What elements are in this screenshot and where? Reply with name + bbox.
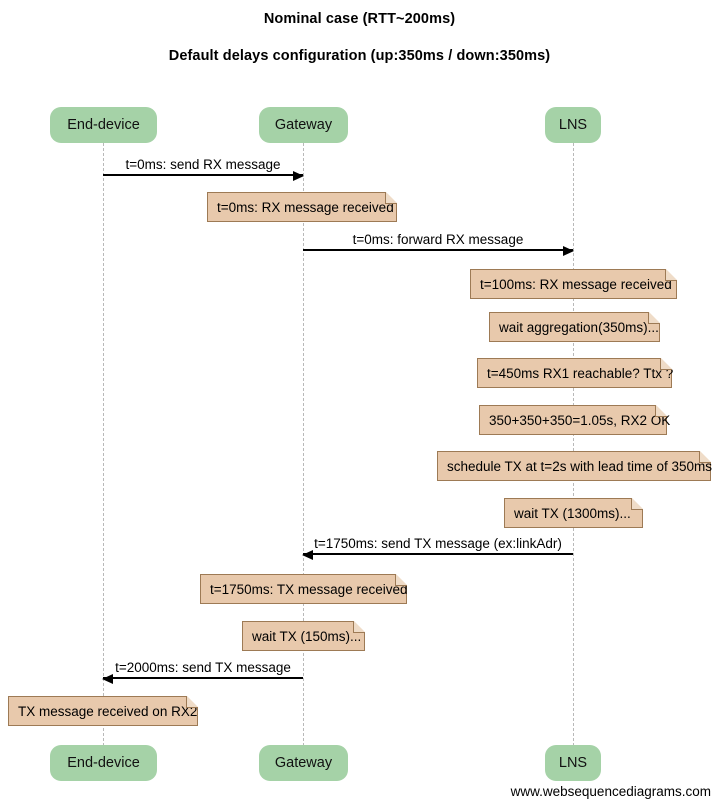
message-label: t=0ms: forward RX message [352,232,524,247]
note-label: wait aggregation(350ms)... [499,319,659,335]
lifeline-gateway [303,143,304,746]
message-forward-rx[interactable]: t=0ms: forward RX message [303,228,574,256]
note-label: t=0ms: RX message received [217,199,394,215]
participant-label: Gateway [274,755,333,771]
message-send-tx-linkadr[interactable]: t=1750ms: send TX message (ex:linkAdr) [302,532,573,560]
note-label: t=1750ms: TX message received [210,581,408,597]
note-fold-icon [665,268,677,281]
note-schedule-tx: schedule TX at t=2s with lead time of 35… [437,450,713,481]
arrowhead-icon [293,171,304,181]
note-fold-icon [395,573,407,586]
note-fold-icon [186,695,198,708]
arrowhead-icon [563,246,574,256]
message-send-tx[interactable]: t=2000ms: send TX message [102,656,303,684]
note-label: t=450ms RX1 reachable? Ttx ? [487,365,674,381]
participant-label: LNS [558,117,588,133]
note-rx-received-gateway: t=0ms: RX message received [207,191,397,222]
message-label: t=0ms: send RX message [125,157,281,172]
message-label: t=1750ms: send TX message (ex:linkAdr) [314,536,562,551]
note-wait-aggregation: wait aggregation(350ms)... [489,311,660,342]
participant-label: Gateway [274,117,333,133]
note-fold-icon [655,404,667,417]
participant-gateway-top[interactable]: Gateway [259,107,348,143]
participant-label: End-device [67,755,140,771]
participant-label: End-device [67,117,140,133]
note-fold-icon [385,191,397,204]
note-wait-tx-1300: wait TX (1300ms)... [504,497,643,528]
participant-end-device-bottom[interactable]: End-device [50,745,157,781]
lifeline-lns [573,143,574,746]
participant-lns-bottom[interactable]: LNS [545,745,601,781]
arrowhead-icon [302,550,313,560]
participant-lns-top[interactable]: LNS [545,107,601,143]
lifeline-end-device [103,143,104,746]
participant-end-device-top[interactable]: End-device [50,107,157,143]
note-label: wait TX (1300ms)... [514,505,631,521]
message-line [103,174,303,176]
note-tx-received-rx2: TX message received on RX2 [8,695,198,726]
arrowhead-icon [102,674,113,684]
note-fold-icon [353,620,365,633]
note-wait-tx-150: wait TX (150ms)... [242,620,365,651]
note-fold-icon [660,357,672,370]
note-fold-icon [699,450,711,463]
message-send-rx[interactable]: t=0ms: send RX message [103,153,304,181]
note-rx2-ok: 350+350+350=1.05s, RX2 OK [479,404,671,435]
note-label: TX message received on RX2 [18,703,198,719]
participant-gateway-bottom[interactable]: Gateway [259,745,348,781]
note-fold-icon [648,311,660,324]
note-fold-icon [631,497,643,510]
note-tx-received-gateway: t=1750ms: TX message received [200,573,408,604]
message-line [303,553,573,555]
tool-watermark: www.websequencediagrams.com [510,784,711,799]
note-label: wait TX (150ms)... [252,628,362,644]
participant-label: LNS [558,755,588,771]
note-label: schedule TX at t=2s with lead time of 35… [447,458,713,474]
message-line [103,677,303,679]
note-label: t=100ms: RX message received [480,276,672,292]
note-rx1-reachable: t=450ms RX1 reachable? Ttx ? [477,357,674,388]
note-rx-received-lns: t=100ms: RX message received [470,268,677,299]
diagram-title: Nominal case (RTT~200ms) [263,11,456,27]
note-label: 350+350+350=1.05s, RX2 OK [489,412,671,428]
message-label: t=2000ms: send TX message [115,660,291,675]
message-line [303,249,573,251]
diagram-subtitle: Default delays configuration (up:350ms /… [168,48,551,64]
